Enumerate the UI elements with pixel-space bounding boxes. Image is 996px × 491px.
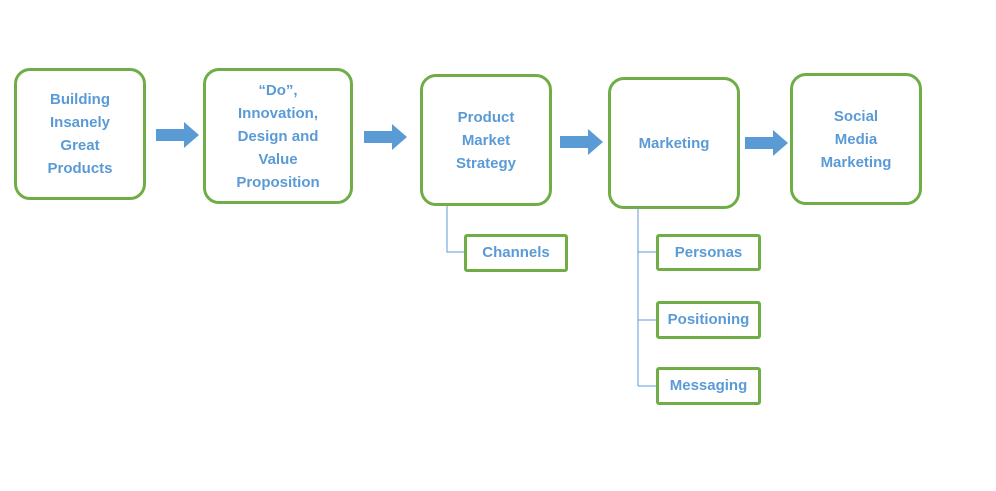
flow-arrow-3 bbox=[560, 129, 603, 155]
node-label: Marketing bbox=[638, 134, 710, 152]
subnode-positioning: Positioning bbox=[656, 301, 761, 339]
node-label: Building Insanely Great Products bbox=[47, 91, 113, 177]
flow-arrow-2 bbox=[364, 124, 407, 150]
node-label: Social Media Marketing bbox=[820, 107, 892, 171]
subnode-channels: Channels bbox=[464, 234, 568, 272]
node-label: Product Market Strategy bbox=[455, 108, 517, 172]
subnode-messaging: Messaging bbox=[656, 367, 761, 405]
subnode-label: Messaging bbox=[669, 377, 748, 394]
node-product-market-strategy: Product Market Strategy bbox=[420, 74, 552, 206]
flow-arrow-4 bbox=[745, 130, 788, 156]
connector-channels bbox=[446, 206, 464, 253]
node-social-media-marketing: Social Media Marketing bbox=[790, 73, 922, 205]
subnode-label: Personas bbox=[674, 243, 743, 261]
subnode-label: Positioning bbox=[667, 311, 750, 328]
node-innovation-design: “Do”, Innovation, Design and Value Propo… bbox=[203, 68, 353, 204]
subnode-personas: Personas bbox=[656, 234, 761, 271]
node-building-products: Building Insanely Great Products bbox=[14, 68, 146, 200]
subnode-label: Channels bbox=[482, 244, 550, 261]
node-label: “Do”, Innovation, Design and Value Propo… bbox=[236, 81, 320, 191]
flow-arrow-1 bbox=[156, 122, 199, 148]
node-marketing: Marketing bbox=[608, 77, 740, 209]
